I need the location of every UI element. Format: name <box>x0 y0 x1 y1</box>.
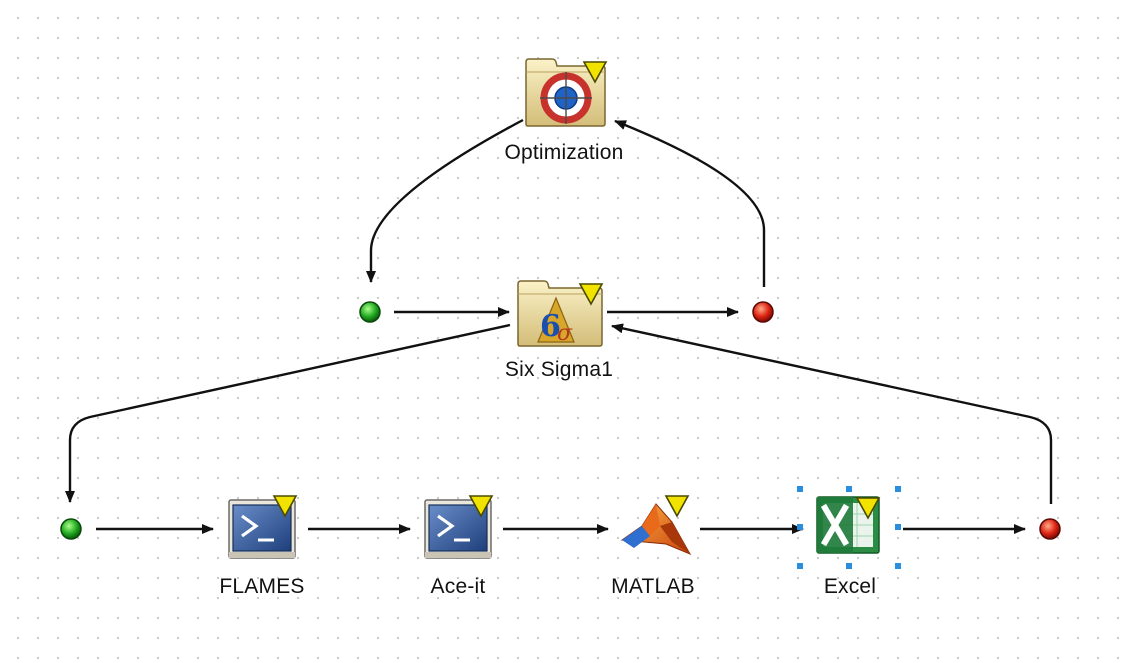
selection-handles <box>797 486 901 569</box>
terminal-icon <box>228 499 296 559</box>
optimization-target-icon <box>525 58 606 127</box>
ports <box>60 301 1061 540</box>
connector-upper-output-to-optimization[interactable] <box>614 119 766 287</box>
svg-text:6: 6 <box>540 309 561 344</box>
excel-label: Excel <box>823 575 877 598</box>
status-badge-icon <box>578 283 604 306</box>
ace-it-label: Ace-it <box>430 575 486 598</box>
matlab-label: MATLAB <box>611 575 695 598</box>
connections <box>65 118 1053 534</box>
node-optimization[interactable] <box>525 58 608 127</box>
status-badge-icon <box>664 495 690 518</box>
flames-label: FLAMES <box>219 575 305 598</box>
node-excel[interactable] <box>797 486 901 569</box>
terminal-icon <box>424 499 492 559</box>
six-sigma-icon: 6 σ <box>517 280 603 347</box>
matlab-icon <box>620 503 692 556</box>
svg-text:σ: σ <box>557 321 573 346</box>
node-six-sigma[interactable]: 6 σ <box>517 280 604 347</box>
optimization-label: Optimization <box>504 141 624 164</box>
node-flames[interactable] <box>228 495 298 559</box>
upper-output-port[interactable] <box>752 301 774 323</box>
six-sigma-label: Six Sigma1 <box>504 358 614 381</box>
lower-output-port[interactable] <box>1039 518 1061 540</box>
status-badge-icon <box>468 495 494 518</box>
status-badge-icon <box>855 497 881 520</box>
connector-six-sigma-to-lower-input[interactable] <box>65 323 511 503</box>
connector-lower-output-to-six-sigma[interactable] <box>611 323 1053 504</box>
node-ace-it[interactable] <box>424 495 494 559</box>
upper-input-port[interactable] <box>359 301 381 323</box>
status-badge-icon <box>582 61 608 84</box>
lower-input-port[interactable] <box>60 518 82 540</box>
node-matlab[interactable] <box>620 495 692 556</box>
connector-optimization-to-upper-input[interactable] <box>366 118 524 283</box>
status-badge-icon <box>272 495 298 518</box>
